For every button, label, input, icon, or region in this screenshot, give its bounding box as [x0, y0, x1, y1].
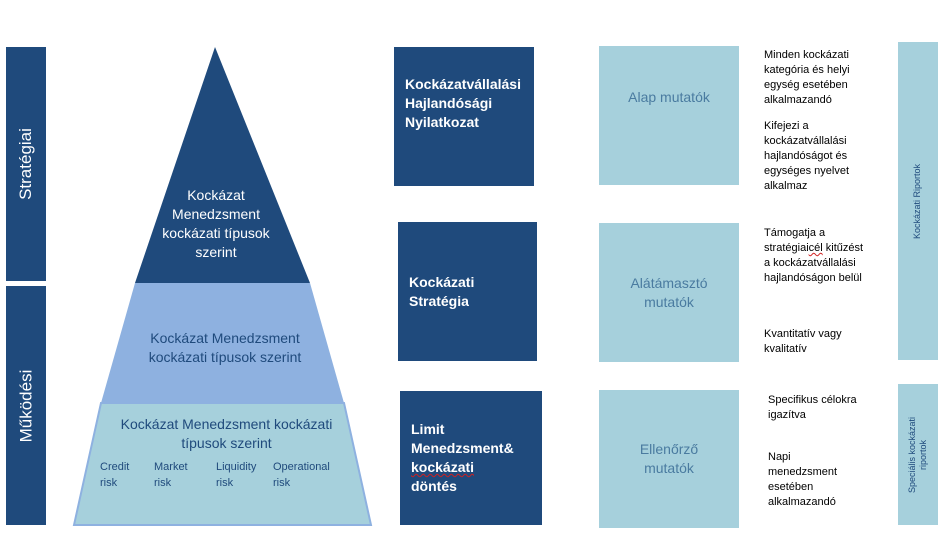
special-reports-line1: Speciális kockázati: [907, 416, 918, 493]
risk-operational-line1: Operational: [273, 461, 330, 473]
base-indicators-box: Alap mutatók: [599, 46, 739, 185]
note-supports-part2: kitűzést a kockázatvállalási hajlandóság…: [764, 242, 864, 284]
control-line2: mutatók: [644, 460, 694, 476]
special-reports-line2: riportok: [918, 439, 929, 470]
strategic-bar: Stratégiai: [6, 47, 46, 281]
risk-operational-line2: risk: [273, 477, 291, 489]
note-applicable-all: Minden kockázati kategória és helyi egys…: [764, 49, 850, 106]
risk-credit: Credit risk: [100, 459, 129, 491]
limit-line4: döntés: [411, 478, 457, 494]
risk-liquidity-line1: Liquidity: [216, 461, 257, 473]
risk-appetite-statement-box: Kockázatvállalási Hajlandósági Nyilatkoz…: [394, 47, 534, 186]
control-line1: Ellenőrző: [639, 441, 699, 457]
risk-operational: Operational risk: [273, 459, 330, 491]
appetite-line2: Hajlandósági: [405, 95, 493, 111]
pyramid-middle-text: Kockázat Menedzsment kockázati típusok s…: [148, 330, 302, 365]
strategy-line1: Kockázati: [409, 273, 475, 290]
limit-line2: Menedzsment&: [411, 440, 514, 456]
note-supports-strategy: Támogatja a stratégiaicél kitűzést a koc…: [764, 226, 864, 286]
risk-reports-bar: Kockázati Riportok: [898, 42, 938, 360]
risk-market-line1: Market: [154, 461, 188, 473]
pyramid-top-section: [135, 47, 310, 283]
appetite-line1: Kockázatvállalási: [405, 76, 521, 92]
risk-strategy-box: Kockázati Stratégia: [398, 222, 537, 361]
risk-credit-line2: risk: [100, 477, 118, 489]
risk-reports-label: Kockázati Riportok: [912, 163, 923, 239]
special-reports-label: Speciális kockázati riportok: [907, 416, 929, 492]
risk-market-line2: risk: [154, 477, 172, 489]
special-risk-reports-bar: Speciális kockázati riportok: [898, 384, 938, 525]
control-indicators-box: Ellenőrző mutatók: [599, 390, 739, 528]
note-expresses-appetite: Kifejezi a kockázatvállalási hajlandóság…: [764, 120, 849, 192]
supporting-indicators-box: Alátámasztó mutatók: [599, 223, 739, 362]
note-quant-qual: Kvantitatív vagy kvalitatív: [764, 328, 842, 355]
pyramid-middle-section: [101, 283, 344, 403]
risk-liquidity: Liquidity risk: [216, 459, 256, 491]
note-specific-goals: Specifikus célokra igazítva: [768, 394, 857, 421]
pyramid-bottom-section: [72, 402, 373, 526]
supporting-line2: mutatók: [644, 293, 694, 310]
limit-management-box: Limit Menedzsment& kockázati döntés: [400, 391, 542, 525]
note-daily-management: Napi menedzsment esetében alkalmazandó: [768, 451, 838, 508]
risk-liquidity-line2: risk: [216, 477, 234, 489]
operational-bar: Működési: [6, 286, 46, 525]
risk-credit-line1: Credit: [100, 461, 130, 473]
pyramid-bottom-text: Kockázat Menedzsment kockázati típusok s…: [120, 416, 333, 451]
risk-market: Market risk: [154, 459, 188, 491]
note-supports-part1: Támogatja a stratégiai: [764, 227, 826, 254]
base-indicators-label: Alap mutatók: [628, 89, 710, 105]
strategy-line2: Stratégia: [409, 292, 469, 309]
pyramid-top-text: Kockázat Menedzsment kockázati típusok s…: [162, 187, 270, 260]
appetite-line3: Nyilatkozat: [405, 114, 479, 130]
note-supports-wavy: cél: [808, 242, 823, 254]
supporting-line1: Alátámasztó: [630, 274, 708, 291]
limit-line3: kockázati: [411, 459, 475, 475]
limit-line1: Limit: [411, 421, 445, 437]
